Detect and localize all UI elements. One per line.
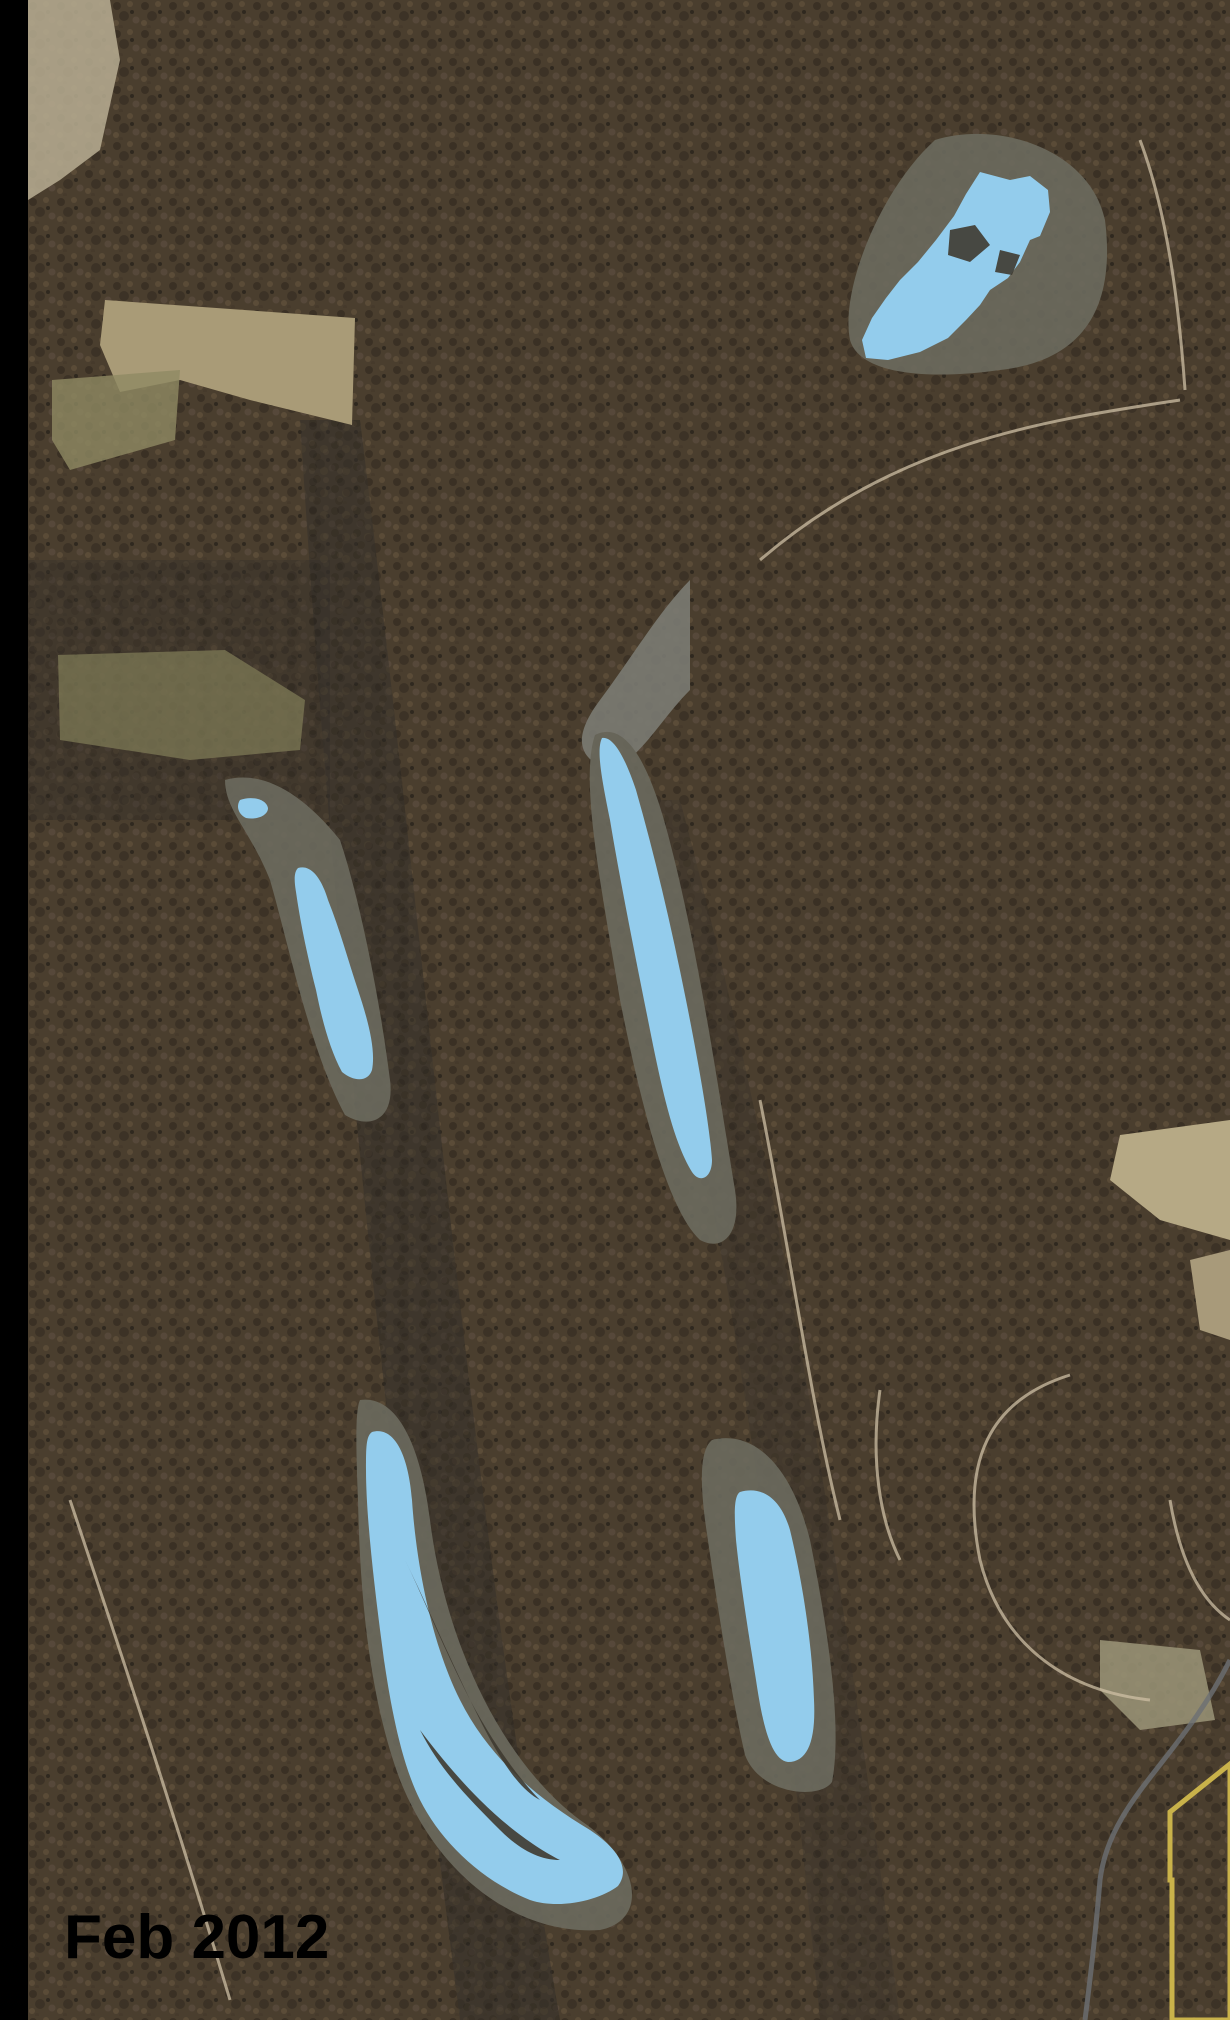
lagoon-north-east xyxy=(862,172,1050,360)
lagoon-west xyxy=(294,867,374,1080)
lagoon-south-central xyxy=(734,1490,815,1762)
water-bodies xyxy=(238,172,1050,1905)
lagoon-central-long xyxy=(599,737,712,1179)
tracks xyxy=(68,139,1230,2001)
lagoon-south-west-curved xyxy=(366,1431,623,1905)
road xyxy=(1082,1658,1230,2020)
arrow-up-icon xyxy=(1167,1760,1230,2020)
date-label: Feb 2012 xyxy=(64,1903,330,1972)
lagoon-west-small xyxy=(238,798,268,819)
cleared-land xyxy=(28,0,1230,1730)
